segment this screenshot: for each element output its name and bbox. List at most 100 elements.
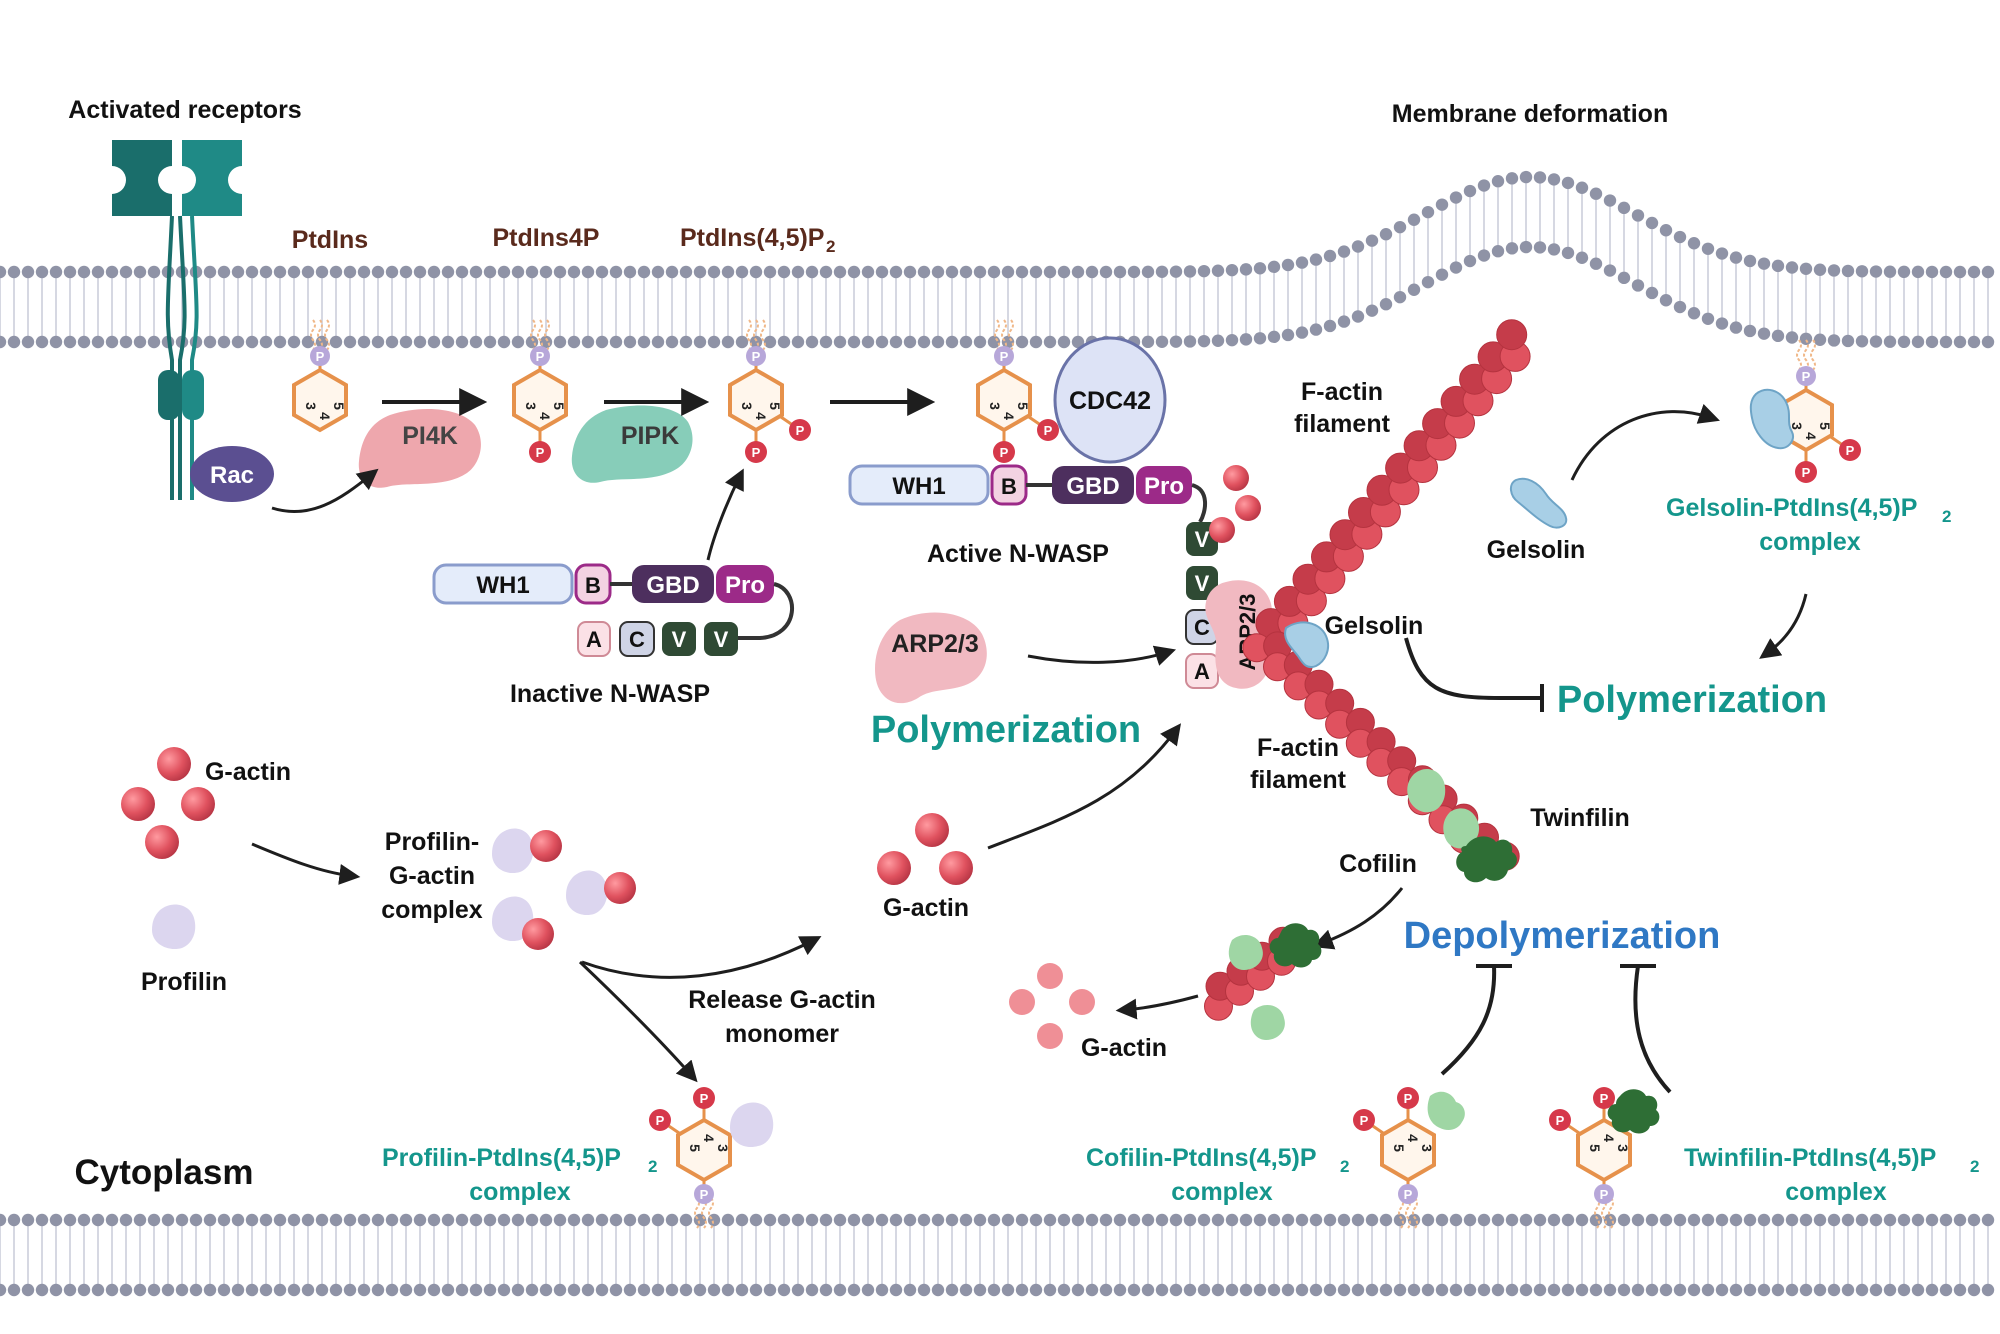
lipid-head (1253, 1283, 1267, 1297)
lipid-head (1617, 1213, 1631, 1227)
pi4k-enzyme-icon: PI4K (358, 409, 481, 488)
lipid-head (1337, 1213, 1351, 1227)
svg-text:4: 4 (701, 1134, 717, 1142)
lipid-head (1589, 257, 1603, 270)
phosphate-group (1037, 419, 1059, 441)
lipid-head (539, 265, 553, 279)
lipid-head (7, 265, 21, 279)
lipid-head (819, 1283, 833, 1297)
lipid-head (1813, 1213, 1827, 1227)
lipid-head (1281, 258, 1295, 272)
lipid-head (1645, 216, 1659, 230)
lipid-head (945, 335, 959, 349)
lipid-head (1309, 323, 1323, 336)
lipid-head (903, 335, 917, 349)
lipid-head (1813, 263, 1827, 276)
lipid-head (133, 335, 147, 349)
lipid-head (1883, 1213, 1897, 1227)
lipid-head (651, 265, 665, 279)
lipid-head (1211, 264, 1225, 277)
lipid-head (1729, 1283, 1743, 1297)
svg-text:P: P (1600, 1091, 1609, 1106)
lipid-head (567, 335, 581, 349)
inositol-ring (976, 367, 1032, 433)
lipid-head (1575, 181, 1589, 194)
lipid-head (553, 335, 567, 349)
lipid-head (259, 335, 273, 349)
arrow-fragment-to-gactin (1115, 994, 1199, 1020)
gelsolin-free-icon (1510, 477, 1568, 529)
gelsolin-on-pip2-icon (1749, 388, 1794, 450)
lipid-head (1687, 1283, 1701, 1297)
svg-text:P: P (1360, 1113, 1369, 1128)
lipid-head (497, 1283, 511, 1297)
lipid-head (357, 335, 371, 349)
twinfilin-on-pip2-icon (1607, 1089, 1660, 1134)
lipid-head (1127, 265, 1141, 279)
active-nwasp: WH1 B GBD Pro V V C A (848, 464, 1219, 689)
lipid-head (875, 1213, 889, 1227)
lipid-head (1687, 1213, 1701, 1227)
svg-text:P: P (316, 349, 325, 364)
lipid-head (637, 335, 651, 349)
factin-filament-top-label-2: filament (1294, 410, 1391, 438)
lipid-head (1351, 310, 1365, 323)
lipid-head (91, 335, 105, 349)
lipid-head (1981, 1213, 1995, 1227)
lipid-head (217, 1213, 231, 1227)
svg-text:5: 5 (1015, 402, 1031, 410)
lipid-head (959, 1213, 973, 1227)
lipid-head (539, 1213, 553, 1227)
lipid-head (1841, 264, 1855, 278)
lipid-head (679, 1283, 693, 1297)
phosphate-group (993, 441, 1015, 463)
lipid-head (133, 1213, 147, 1227)
lipid-head (987, 265, 1001, 279)
inhibit-cofilin-complex (1440, 965, 1497, 1076)
lipid-head (273, 1213, 287, 1227)
lipid-head (1351, 1283, 1365, 1297)
lipid-head (21, 1283, 35, 1297)
inositol-phosphate (1796, 366, 1816, 386)
lipid-head (245, 265, 259, 279)
activated-receptors-label: Activated receptors (68, 96, 301, 124)
lipid-head (1869, 1213, 1883, 1227)
lipid-head (1589, 1213, 1603, 1227)
lipid-head (1981, 1283, 1995, 1297)
g-actin-left-label: G-actin (205, 758, 291, 786)
phosphate-group (745, 441, 767, 463)
lipid-head (1785, 331, 1799, 344)
lipid-head (847, 1283, 861, 1297)
v-domain-inactive-2: V (714, 627, 729, 652)
pi4k-label: PI4K (402, 422, 458, 450)
lipid-head (1421, 205, 1435, 219)
lipid-head (385, 1213, 399, 1227)
twinfilin-label: Twinfilin (1530, 804, 1630, 832)
lipid-head (1855, 335, 1869, 348)
lipid-head (1897, 1213, 1911, 1227)
lipid-head (1393, 1283, 1407, 1297)
lipid-head (1085, 1283, 1099, 1297)
arrow-gelsolin-to-complex (1570, 403, 1720, 481)
inhibit-twinfilin-complex (1633, 965, 1672, 1094)
lipid-head (609, 1213, 623, 1227)
lipid-head (1617, 1283, 1631, 1297)
profilin-pip2-text-2: complex (469, 1178, 571, 1206)
lipid-head (693, 335, 707, 349)
lipid-head (581, 1213, 595, 1227)
lipid-head (1855, 265, 1869, 278)
lipid-head (945, 1213, 959, 1227)
lipid-head (1463, 1213, 1477, 1227)
lipid-head (399, 1213, 413, 1227)
lipid-head (1183, 265, 1197, 278)
lipid-head (441, 335, 455, 349)
lipid-head (49, 335, 63, 349)
lipid-head (1785, 261, 1799, 274)
lipid-head (287, 1283, 301, 1297)
lipid-head (245, 1213, 259, 1227)
lipid-head (1519, 1283, 1533, 1297)
release-label-1: Release G-actin (688, 986, 876, 1014)
cofilin-on-fragment (1228, 934, 1263, 970)
lipid-head (1421, 1213, 1435, 1227)
